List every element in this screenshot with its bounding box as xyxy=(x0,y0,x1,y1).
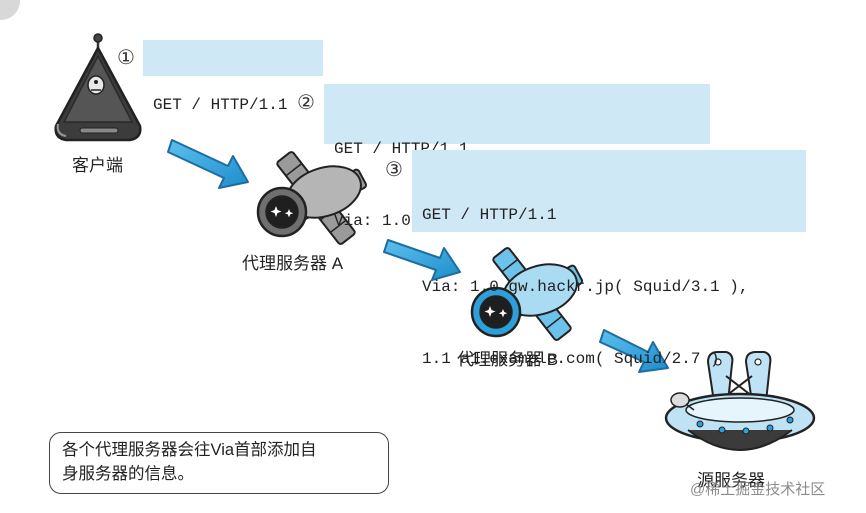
arrow-client-to-proxy-a xyxy=(167,139,249,189)
proxy-b-label: 代理服务器 B xyxy=(457,350,559,369)
note-box: 各个代理服务器会往Via首部添加自 身服务器的信息。 xyxy=(49,432,389,494)
step-3-line-1: GET / HTTP/1.1 xyxy=(422,206,557,224)
client-label: 客户端 xyxy=(72,156,123,175)
origin-server-icon xyxy=(664,351,816,451)
step-3-number: ③ xyxy=(385,157,403,181)
step-3-request-box: GET / HTTP/1.1 Via: 1.0 gw.hackr.jp( Squ… xyxy=(412,150,806,368)
step-3-line-3: 1.1 a1.example.com( Squid/2.7 ) xyxy=(422,350,720,368)
arrow-proxy-a-to-b xyxy=(383,239,461,281)
step-3-line-2: Via: 1.0 gw.hackr.jp( Squid/3.1 ), xyxy=(422,278,749,296)
proxy-a-label: 代理服务器 A xyxy=(242,254,344,273)
watermark: @稀土掘金技术社区 xyxy=(690,481,826,498)
note-line-2: 身服务器的信息。 xyxy=(62,465,194,483)
note-line-1: 各个代理服务器会往Via首部添加自 xyxy=(62,441,317,459)
proxy-a-icon xyxy=(256,151,368,245)
step-1-number: ① xyxy=(117,45,135,69)
origin-server-label: 源服务器 xyxy=(697,471,765,490)
step-1-request-box: GET / HTTP/1.1 xyxy=(143,40,323,114)
step-2-request-box: GET / HTTP/1.1 Via: 1.0 gw.hackr.jp( Squ… xyxy=(324,84,710,230)
arrow-proxy-b-to-origin xyxy=(599,329,669,373)
client-icon xyxy=(54,33,142,142)
step-1-line-1: GET / HTTP/1.1 xyxy=(153,96,288,114)
step-2-number: ② xyxy=(297,90,315,114)
proxy-b-icon xyxy=(470,247,584,341)
